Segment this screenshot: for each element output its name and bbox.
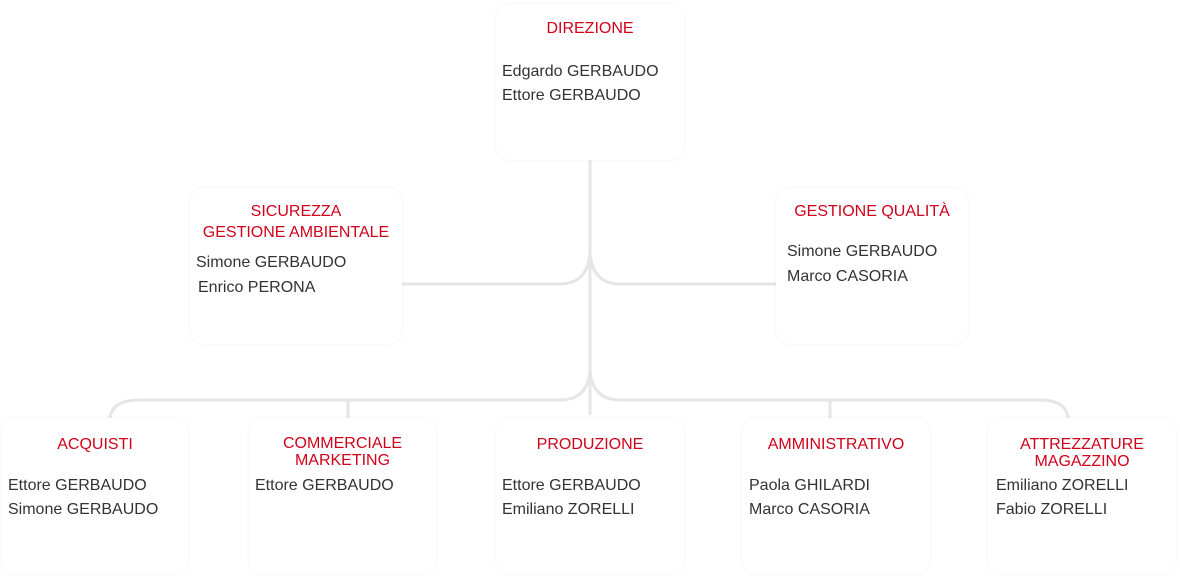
attrezzature-box: ATTREZZATURE MAGAZZINO Emiliano ZORELLI … <box>988 418 1176 574</box>
amministrativo-title: AMMINISTRATIVO <box>767 436 905 453</box>
direzione-member: Ettore GERBAUDO <box>502 87 641 104</box>
acquisti-box: ACQUISTI Ettore GERBAUDO Simone GERBAUDO <box>2 418 188 574</box>
attrezzature-member: Fabio ZORELLI <box>996 501 1108 518</box>
sicurezza-box: SICUREZZA GESTIONE AMBIENTALE Simone GER… <box>190 188 402 344</box>
middle-branch-connector <box>402 251 776 286</box>
sicurezza-member: Enrico PERONA <box>198 279 316 296</box>
qualita-member: Simone GERBAUDO <box>787 243 938 260</box>
commerciale-title-line2: MARKETING <box>294 452 391 469</box>
sicurezza-title-line2: GESTIONE AMBIENTALE <box>202 224 390 241</box>
direzione-title: DIREZIONE <box>546 20 634 37</box>
amministrativo-member: Marco CASORIA <box>749 501 870 518</box>
amministrativo-box: AMMINISTRATIVO Paola GHILARDI Marco CASO… <box>742 418 930 574</box>
commerciale-title-line1: COMMERCIALE <box>282 435 403 452</box>
bottom-branch-connector <box>108 369 1070 419</box>
direzione-member: Edgardo GERBAUDO <box>502 63 659 80</box>
acquisti-title: ACQUISTI <box>57 436 133 453</box>
qualita-member: Marco CASORIA <box>787 268 908 285</box>
commerciale-member: Ettore GERBAUDO <box>255 477 394 494</box>
sicurezza-title-line1: SICUREZZA <box>250 203 342 220</box>
acquisti-member: Simone GERBAUDO <box>8 501 159 518</box>
sicurezza-member: Simone GERBAUDO <box>196 254 347 271</box>
acquisti-member: Ettore GERBAUDO <box>8 477 147 494</box>
produzione-title: PRODUZIONE <box>536 436 644 453</box>
attrezzature-title: ATTREZZATURE MAGAZZINO <box>988 436 1176 470</box>
qualita-title: GESTIONE QUALITÀ <box>794 203 950 220</box>
attrezzature-title-line1: ATTREZZATURE <box>1020 436 1144 453</box>
produzione-member: Ettore GERBAUDO <box>502 477 641 494</box>
direzione-box: DIREZIONE Edgardo GERBAUDO Ettore GERBAU… <box>496 4 684 160</box>
commerciale-title: COMMERCIALE MARKETING <box>249 435 436 469</box>
qualita-box: GESTIONE QUALITÀ Simone GERBAUDO Marco C… <box>776 188 968 344</box>
produzione-member: Emiliano ZORELLI <box>502 501 635 518</box>
sicurezza-title: SICUREZZA GESTIONE AMBIENTALE <box>190 203 402 241</box>
attrezzature-title-line2: MAGAZZINO <box>1034 453 1130 470</box>
commerciale-box: COMMERCIALE MARKETING Ettore GERBAUDO <box>249 418 436 574</box>
attrezzature-member: Emiliano ZORELLI <box>996 477 1129 494</box>
amministrativo-member: Paola GHILARDI <box>749 477 870 494</box>
produzione-box: PRODUZIONE Ettore GERBAUDO Emiliano ZORE… <box>496 418 684 574</box>
